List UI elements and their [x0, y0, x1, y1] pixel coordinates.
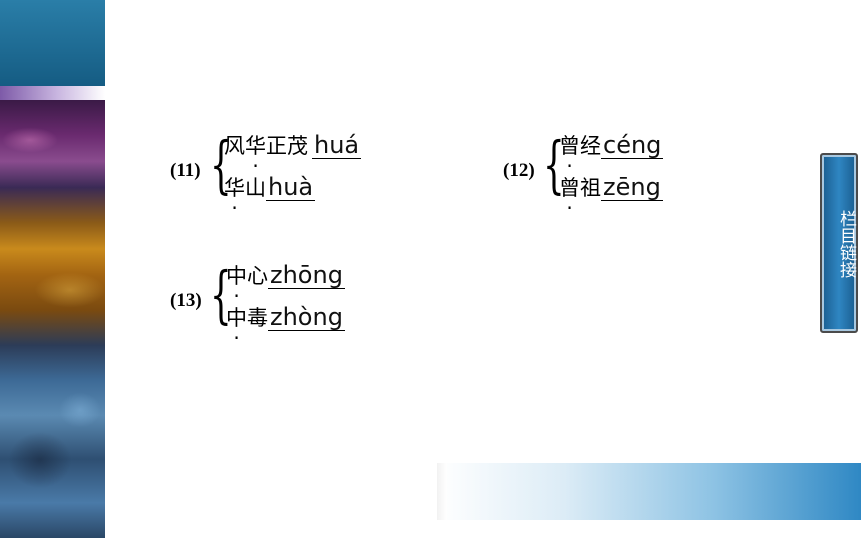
vocab-line: 曾祖zēng [559, 172, 663, 202]
word-suffix: 经 [580, 134, 601, 158]
dotted-char: 曾 [559, 172, 580, 202]
group-number: (13) [170, 290, 202, 311]
vocab-line: 曾经céng [559, 130, 664, 160]
pinyin-answer: zhōng [268, 261, 345, 289]
vocab-line: 中心zhōng [226, 260, 345, 290]
vocab-group-11: (11) { 风华正茂huá 华山huà [170, 128, 400, 213]
vocab-group-12: (12) { 曾经céng 曾祖zēng [503, 128, 703, 213]
column-link-label: 栏目链接 [836, 210, 856, 278]
word-suffix: 山 [245, 176, 266, 200]
pinyin-answer: zēng [601, 173, 663, 201]
vocab-line: 中毒zhòng [226, 302, 345, 332]
pinyin-answer: huá [312, 131, 362, 159]
column-link-tab[interactable]: 栏目链接 [820, 153, 858, 333]
group-number: (11) [170, 160, 201, 181]
bottom-gradient-bar [437, 463, 861, 520]
word-suffix: 心 [247, 264, 268, 288]
word-suffix: 正茂 [266, 134, 308, 158]
left-decorative-strip [0, 0, 105, 538]
strip-purple-bar [0, 86, 105, 100]
dotted-char: 中 [226, 260, 247, 290]
vocab-line: 华山huà [224, 172, 316, 202]
word-suffix: 祖 [580, 176, 601, 200]
pinyin-answer: huà [266, 173, 316, 201]
dotted-char: 曾 [559, 130, 580, 160]
group-number: (12) [503, 160, 535, 181]
word-prefix: 风 [224, 134, 245, 158]
strip-top-block [0, 0, 105, 86]
word-suffix: 毒 [247, 306, 268, 330]
dotted-char: 华 [224, 172, 245, 202]
dotted-char: 华 [245, 130, 266, 160]
vocab-group-13: (13) { 中心zhōng 中毒zhòng [170, 258, 380, 343]
strip-artwork-image [0, 100, 105, 538]
pinyin-answer: zhòng [268, 303, 345, 331]
pinyin-answer: céng [601, 131, 664, 159]
dotted-char: 中 [226, 302, 247, 332]
vocab-line: 风华正茂huá [224, 130, 362, 160]
